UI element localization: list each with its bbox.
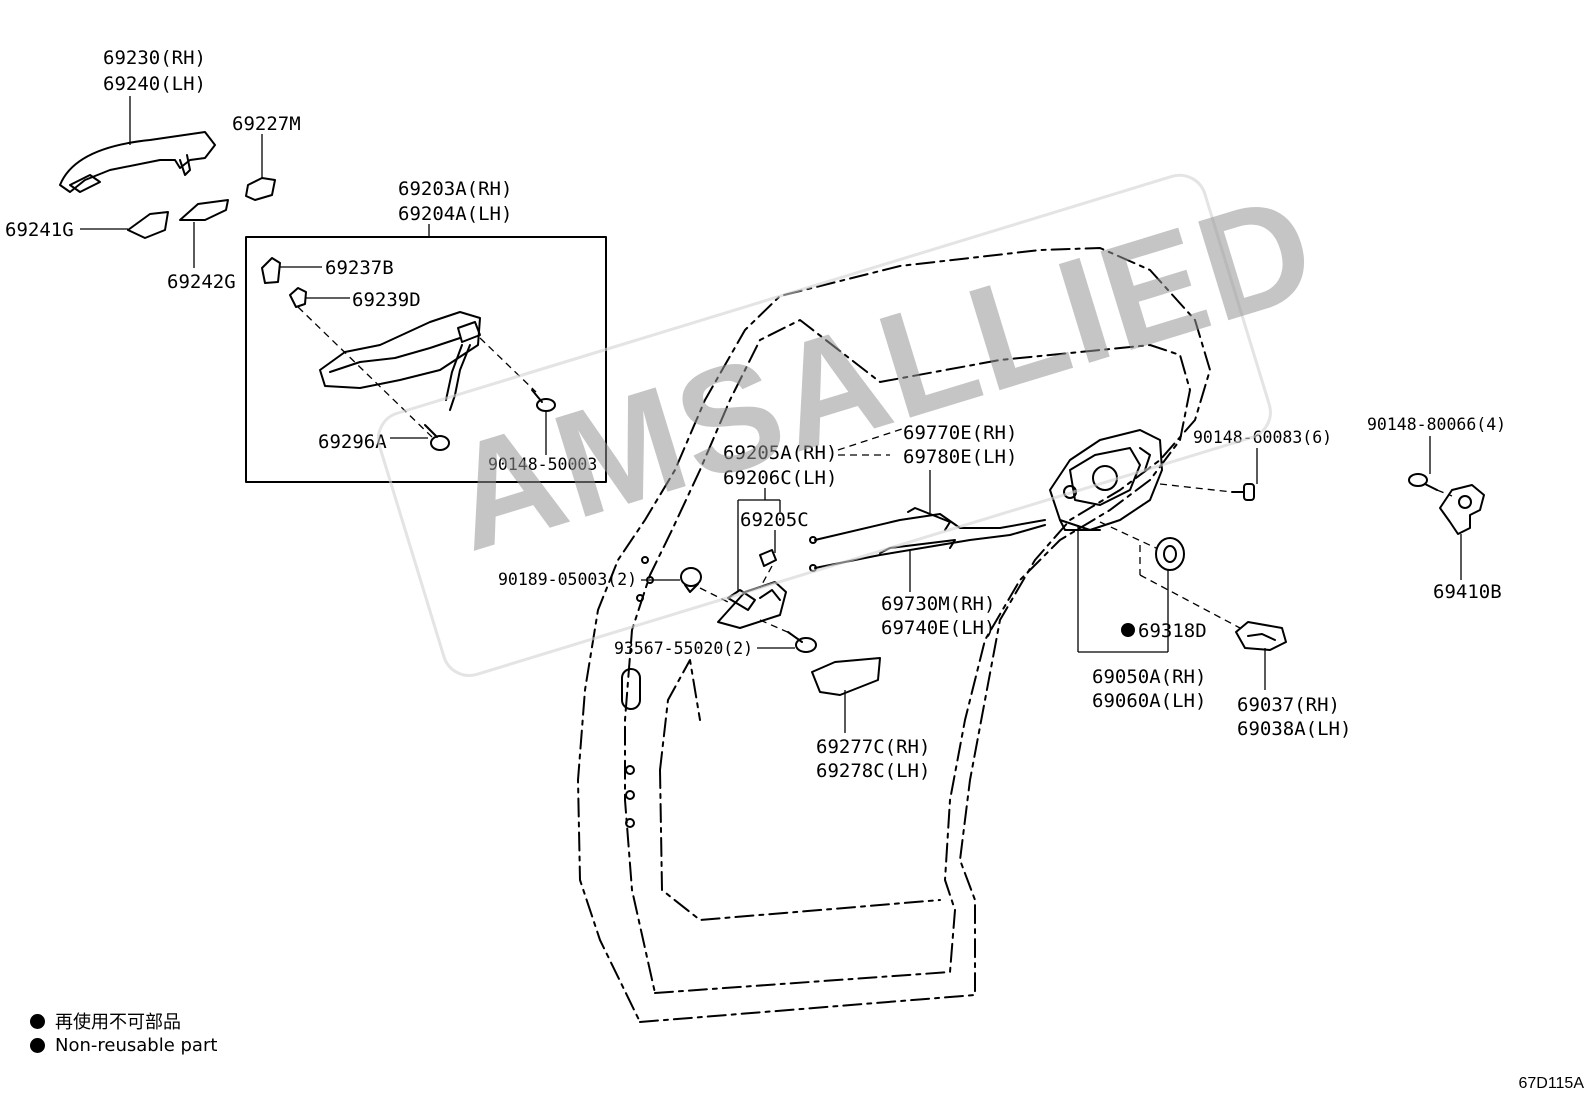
handle-pad-69242G	[179, 199, 229, 221]
legend-en-text: Non-reusable part	[55, 1035, 218, 1056]
frame-box	[245, 236, 607, 483]
handle-cover-69227M	[245, 177, 276, 201]
door-outline	[577, 247, 1211, 1023]
label-69242G: 69242G	[167, 271, 236, 293]
label-69206C: 69206C(LH)	[723, 467, 837, 489]
striker-69410B	[1439, 484, 1485, 535]
handle-frame-assembly	[319, 311, 481, 411]
label-69780E: 69780E(LH)	[903, 446, 1017, 468]
diagram-code: 67D115A	[1518, 1075, 1584, 1092]
screw-93567	[787, 631, 817, 653]
door-lock-assembly	[1049, 429, 1163, 531]
legend-jp: 再使用不可部品	[30, 1008, 181, 1034]
outside-handle	[59, 131, 216, 193]
label-69277C: 69277C(RH)	[816, 736, 930, 758]
clip-90189	[680, 567, 702, 593]
label-90148-60083: 90148-60083(6)	[1193, 428, 1332, 447]
screw-69296A	[424, 424, 450, 451]
label-69740E: 69740E(LH)	[881, 617, 995, 639]
lock-cover-69037	[1235, 621, 1287, 651]
label-69770E: 69770E(RH)	[903, 422, 1017, 444]
bullet-icon	[30, 1013, 45, 1029]
label-69203A: 69203A(RH)	[398, 178, 512, 200]
label-69239D: 69239D	[352, 289, 421, 311]
pin-69205C	[759, 549, 777, 567]
bullet-icon	[30, 1038, 45, 1053]
leader-lines	[80, 96, 1462, 733]
label-69227M: 69227M	[232, 113, 301, 135]
label-69205A: 69205A(RH)	[723, 442, 837, 464]
cover-69277C	[811, 657, 881, 696]
part-69237B	[261, 257, 281, 284]
label-90148-80066: 90148-80066(4)	[1367, 415, 1506, 434]
label-69730M: 69730M(RH)	[881, 593, 995, 615]
label-90148-50003: 90148-50003	[488, 455, 597, 474]
label-69050A: 69050A(RH)	[1092, 666, 1206, 688]
label-69318D: 69318D	[1138, 620, 1207, 642]
label-69296A: 69296A	[318, 431, 387, 453]
label-69230: 69230(RH)	[103, 47, 206, 69]
dashed-leader-lines	[297, 306, 1453, 635]
bolt-90148-60083	[1231, 483, 1255, 501]
label-69410B: 69410B	[1433, 581, 1502, 603]
inside-handle-frame	[717, 581, 787, 629]
label-69240: 69240(LH)	[103, 73, 206, 95]
screw-90148-80066	[1408, 473, 1438, 491]
washer-69318D	[1155, 537, 1185, 571]
label-69278C: 69278C(LH)	[816, 760, 930, 782]
legend-jp-text: 再使用不可部品	[55, 1012, 181, 1033]
label-69037: 69037(RH)	[1237, 694, 1340, 716]
label-69237B: 69237B	[325, 257, 394, 279]
door-lock-cables	[809, 507, 1046, 572]
label-93567-55020: 93567-55020(2)	[614, 639, 753, 658]
label-69038A: 69038A(LH)	[1237, 718, 1351, 740]
part-labels: 69230(RH) 69240(LH) 69227M 69241G 69242G…	[5, 47, 1506, 782]
label-90189-05003: 90189-05003(2)	[498, 570, 637, 589]
non-reusable-marker	[1121, 623, 1135, 637]
label-69205C: 69205C	[740, 509, 809, 531]
handle-pad-69241G	[127, 211, 169, 239]
legend-en: Non-reusable part	[30, 1035, 217, 1056]
label-69204A: 69204A(LH)	[398, 203, 512, 225]
label-69241G: 69241G	[5, 219, 74, 241]
label-69060A: 69060A(LH)	[1092, 690, 1206, 712]
part-69239D	[289, 287, 307, 308]
screw-90148-50003	[531, 389, 556, 412]
